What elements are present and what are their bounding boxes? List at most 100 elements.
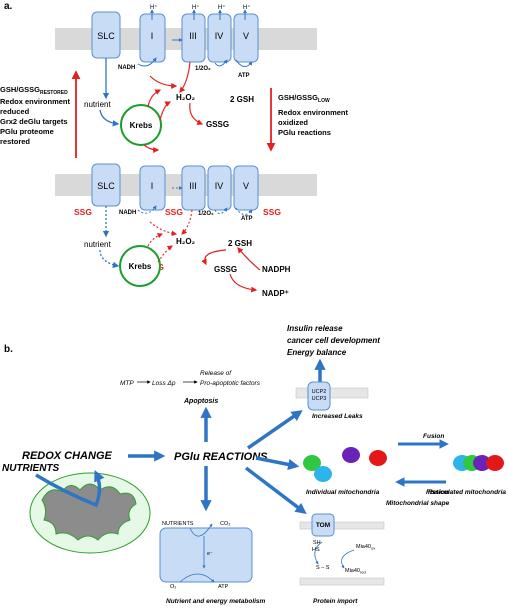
bottom-gssg: GSSG (214, 265, 237, 274)
metabolism-nutrients: NUTRIENTS (162, 521, 194, 527)
reticulated-red (486, 455, 504, 471)
proton-label-3: H⁺ (218, 4, 226, 11)
energy-balance: Energy balance (287, 348, 347, 357)
cancer-development: cancer cell development (287, 336, 380, 345)
proton-label-2: H⁺ (192, 4, 200, 11)
bottom-atp: ATP (241, 216, 253, 222)
o2-arrow (214, 59, 228, 67)
top-slc-label: SLC (97, 31, 115, 41)
tom-box (311, 513, 335, 537)
ucp2-label: UCP2 (312, 389, 327, 395)
import-mia-arrow (341, 549, 355, 569)
pglu-to-mito-arrow (255, 456, 300, 470)
bottom-complex-iii-ros (181, 209, 193, 235)
metabolism-top-arrow (189, 523, 213, 537)
proton-label-1: H⁺ (150, 4, 158, 11)
bottom-krebs-ros (157, 245, 173, 263)
right-text-line1: GSH/GSSGLOW (278, 93, 330, 104)
fission-label: Fission (426, 489, 449, 496)
left-text-line4: Grx2 deGlu targets (0, 117, 68, 126)
bottom-nadp: NADP⁺ (262, 289, 289, 298)
top-h2o2: H₂O₂ (176, 93, 196, 102)
krebs-to-complex-arrow (147, 89, 162, 108)
bottom-complex-v-label: V (243, 181, 249, 191)
complex-iii-ros-arrow (179, 61, 191, 93)
gsh-to-gssg-arrow (201, 249, 227, 266)
ucp3-label: UCP3 (312, 396, 327, 402)
bottom-complex-i-ros (149, 221, 178, 237)
bottom-krebs-red-arrow (147, 233, 164, 247)
bottom-krebs-label: Krebs (129, 262, 152, 271)
tom-label: TOM (316, 522, 330, 529)
nadh-arrow (137, 57, 157, 67)
left-text-line5: PGlu proteome (0, 127, 54, 136)
h2o2-to-gssg-arrow (189, 102, 204, 125)
mito-purple (342, 447, 360, 463)
ssg-complex-v: SSG (263, 207, 281, 217)
bottom-nadph: NADPH (262, 265, 291, 274)
krebs-down-arrow (143, 144, 160, 153)
bottom-nutrient-krebs-arrow (99, 249, 120, 269)
left-text-line1: GSH/GSSGRESTORED (0, 85, 68, 96)
bottom-complex-iv (207, 165, 232, 211)
metabolism-atp: ATP (218, 584, 229, 590)
left-text-line2: Redox environment (0, 97, 71, 106)
metabolism-box (159, 527, 253, 583)
panel-b-label: b. (4, 344, 13, 355)
insulin-release: Insulin release (287, 324, 343, 333)
metabolism-co2: CO₂ (220, 521, 230, 527)
top-gsh: 2 GSH (230, 95, 254, 104)
atp-arrow (235, 59, 253, 67)
pglu-reactions: PGlu REACTIONS (174, 451, 268, 463)
ucp-box (307, 381, 331, 411)
individual-mitochondria: Individual mitochondria (306, 489, 380, 496)
nutrients-label: NUTRIENTS (2, 463, 60, 474)
pglu-to-leaks-arrow (247, 410, 303, 450)
metabolism-caption: Nutrient and energy metabolism (166, 598, 266, 605)
left-text-line3: reduced (0, 107, 30, 116)
bottom-o2-arrow (214, 207, 228, 214)
release-line2: Pro-apoptotic factors (200, 380, 261, 387)
mia40-ox: Mia40ox (356, 544, 375, 551)
top-complex-iv-label: IV (215, 31, 224, 41)
top-o2: 1/2O₂ (195, 66, 211, 72)
top-complex-iii-label: III (189, 31, 197, 41)
proton-label-4: H⁺ (243, 4, 251, 11)
pglu-to-import-arrow (244, 466, 307, 515)
mito-green (303, 455, 321, 471)
bottom-nadh-arrow (137, 205, 157, 214)
ss-label: S – S (316, 565, 330, 571)
fusion-label: Fusion (423, 433, 444, 440)
krebs-ros-arrow (159, 101, 172, 121)
top-krebs-label: Krebs (130, 121, 153, 130)
mitochondrion-cristae (41, 483, 137, 541)
bottom-atp-arrow (235, 207, 253, 215)
metabolism-o2: O₂ (170, 584, 176, 590)
ssg-complex-i: SSG (165, 207, 183, 217)
right-text-line2: Redox environment (278, 108, 349, 117)
metabolism-electron: e⁻ (207, 551, 213, 557)
bottom-krebs-circle (119, 245, 161, 287)
top-krebs-circle (120, 104, 162, 146)
bottom-complex-i-label: I (151, 181, 154, 191)
sh-label: SH (313, 540, 321, 546)
reticulated-purple (473, 455, 491, 471)
panel-a-label: a. (4, 1, 13, 12)
import-cys-arrow (314, 541, 323, 565)
bottom-slc-label: SLC (97, 181, 115, 191)
release-line1: Release of (200, 370, 232, 377)
bottom-complex-iv-label: IV (215, 181, 224, 191)
mito-red (369, 450, 387, 466)
metabolism-bottom-arrow (179, 573, 215, 583)
complex-i-ros-arrow (149, 75, 178, 89)
nutrient-to-krebs-arrow (99, 109, 120, 127)
bottom-nadh: NADH (119, 210, 136, 216)
import-inner-membrane (299, 577, 385, 586)
mitochondrial-shape: Mitochondrial shape (386, 500, 450, 507)
top-gssg: GSSG (206, 120, 229, 129)
nadph-arrow (237, 247, 261, 271)
mito-cyan (314, 466, 332, 482)
bottom-complex-iii-label: III (189, 181, 197, 191)
loss-label: Loss Δp (152, 380, 176, 387)
